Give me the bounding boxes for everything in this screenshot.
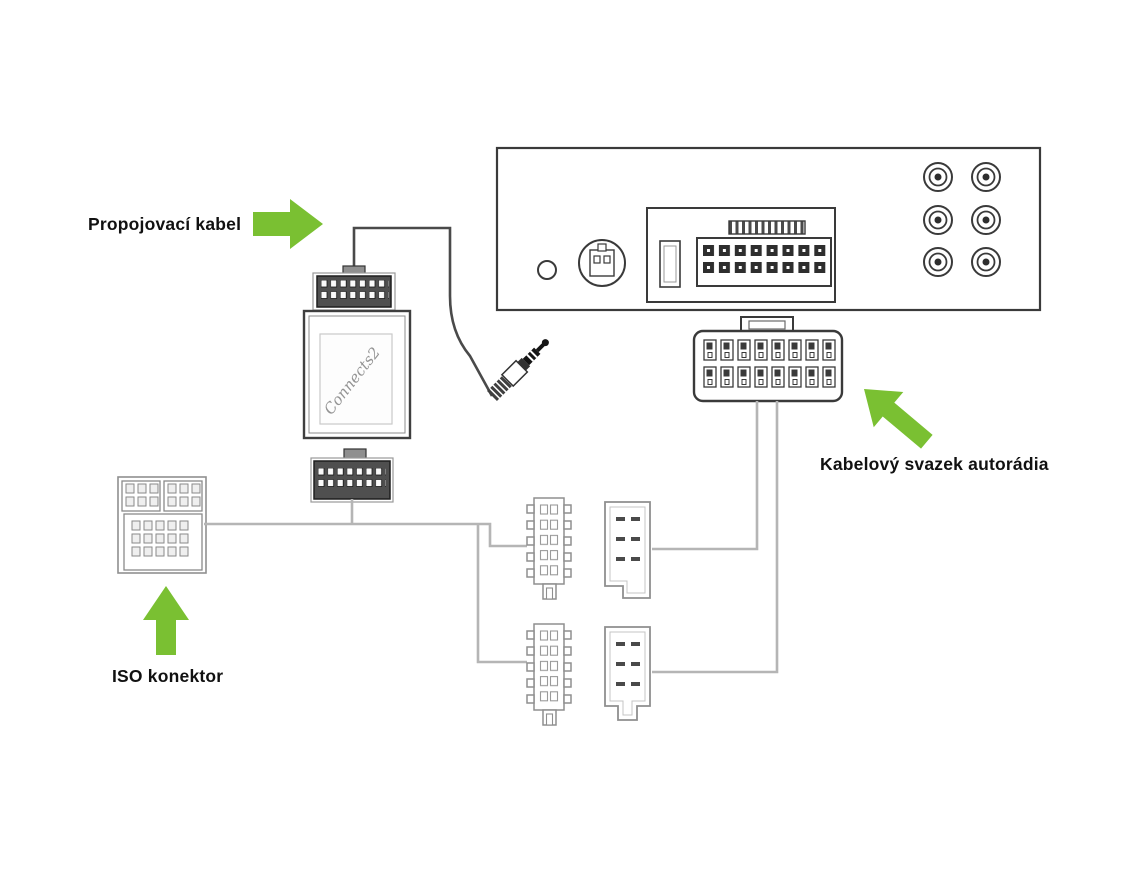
vent-stripes — [728, 220, 806, 235]
label-iso-konektor: ISO konektor — [112, 666, 224, 686]
label-propojovaci-kabel: Propojovací kabel — [88, 214, 242, 234]
multi-pin-plug-upper — [526, 497, 572, 600]
radio-rear-panel — [495, 146, 1042, 312]
mounting-hole — [537, 260, 557, 280]
aux-cable — [352, 226, 494, 397]
rca-jack — [923, 247, 953, 277]
multi-pin-plug-lower — [526, 623, 572, 726]
iso-wire-lower — [476, 524, 527, 664]
iso-wire-upper — [204, 522, 527, 548]
green-arrow-up-icon — [143, 586, 189, 655]
wire-socket-upper — [604, 501, 651, 599]
iso-connector — [117, 476, 207, 574]
rca-jack — [971, 162, 1001, 192]
adapter-label-panel — [319, 333, 393, 425]
rca-jack — [971, 247, 1001, 277]
small-socket — [659, 240, 681, 288]
rca-jack — [971, 205, 1001, 235]
radio-pin-block — [696, 237, 832, 287]
wire-socket-lower — [604, 626, 651, 721]
green-arrow-right-icon — [253, 199, 323, 249]
connector-panel — [646, 207, 836, 303]
radio-harness-connector — [692, 316, 844, 403]
label-kabelovy-svazek: Kabelový svazek autorádia — [820, 454, 1049, 474]
green-arrow-diagonal-icon — [864, 389, 933, 449]
harness-wire-upper — [652, 401, 759, 551]
harness-wire-lower — [652, 401, 779, 674]
interface-adapter: Connects2 — [302, 265, 412, 503]
antenna-socket — [578, 239, 626, 287]
aux-jack-plug — [487, 339, 549, 401]
rca-jack — [923, 162, 953, 192]
rca-jack — [923, 205, 953, 235]
adapter-bottom-connector — [310, 457, 394, 503]
adapter-top-connector — [312, 272, 396, 311]
adapter-box: Connects2 — [302, 309, 412, 440]
